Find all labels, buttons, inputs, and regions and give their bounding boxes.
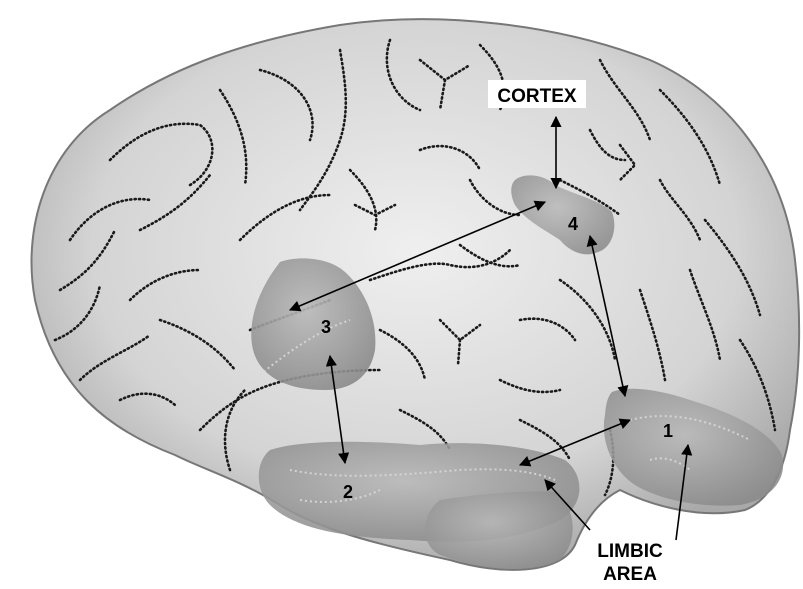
region-4-label: 4 xyxy=(568,214,578,234)
cortex-label: CORTEX xyxy=(497,86,577,107)
limbic-area-label-line2: AREA xyxy=(603,564,657,585)
region-3-label: 3 xyxy=(321,317,331,337)
region-1-label: 1 xyxy=(663,421,673,441)
region-2-label: 2 xyxy=(343,482,353,502)
limbic-area-label-line1: LIMBIC xyxy=(597,541,663,562)
region-2-lower-lobe xyxy=(425,492,573,570)
